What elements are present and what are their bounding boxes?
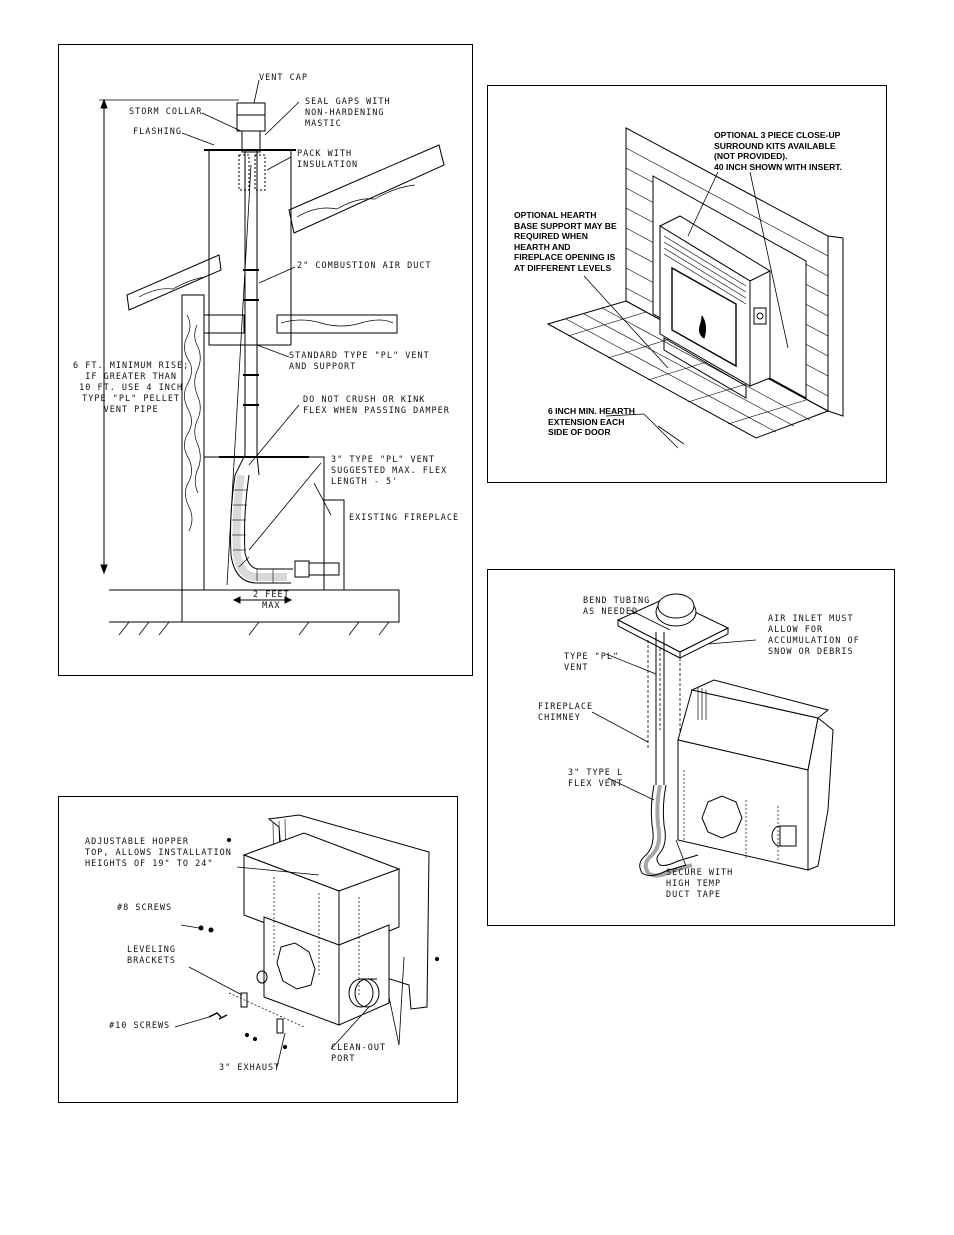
label-screws-10: #10 SCREWS xyxy=(109,1021,171,1031)
label-screws-8: #8 SCREWS xyxy=(117,903,173,913)
label-air-inlet: AIR INLET MUST ALLOW FOR ACCUMULATION OF… xyxy=(768,614,860,657)
insert-assembly-drawing xyxy=(174,814,440,1068)
diagram-insert-assembly: ADJUSTABLE HOPPER TOP, ALLOWS INSTALLATI… xyxy=(58,796,458,1103)
label-bend-tubing: BEND TUBING AS NEEDED xyxy=(583,596,651,617)
label-hopper-top: ADJUSTABLE HOPPER TOP, ALLOWS INSTALLATI… xyxy=(85,837,232,869)
label-vent-cap: VENT CAP xyxy=(259,73,308,83)
label-flex-vent: 3" TYPE "PL" VENT SUGGESTED MAX. FLEX LE… xyxy=(331,455,448,487)
label-standard-vent: STANDARD TYPE "PL" VENT AND SUPPORT xyxy=(289,351,430,372)
label-surround-kits: OPTIONAL 3 PIECE CLOSE-UP SURROUND KITS … xyxy=(714,130,842,172)
label-seal-gaps: SEAL GAPS WITH NON-HARDENING MASTIC xyxy=(305,97,391,129)
flex-vent-chimney-drawing xyxy=(591,593,834,878)
diagram-insert-surround: OPTIONAL 3 PIECE CLOSE-UP SURROUND KITS … xyxy=(487,85,887,483)
label-rise-note: 6 FT. MINIMUM RISE; IF GREATER THAN 10 F… xyxy=(73,361,190,415)
label-hearth-extension: 6 INCH MIN. HEARTH EXTENSION EACH SIDE O… xyxy=(548,406,635,437)
label-flex-vent-d: 3" TYPE L FLEX VENT xyxy=(568,768,624,789)
label-exhaust: 3" EXHAUST xyxy=(219,1063,281,1073)
label-hearth-support: OPTIONAL HEARTH BASE SUPPORT MAY BE REQU… xyxy=(514,210,617,273)
label-type-pl-vent: TYPE "PL" VENT xyxy=(564,652,620,673)
diagram-flex-vent-chimney: BEND TUBING AS NEEDED AIR INLET MUST ALL… xyxy=(487,569,895,926)
label-flashing: FLASHING xyxy=(133,127,182,137)
label-storm-collar: STORM COLLAR xyxy=(129,107,203,117)
label-two-feet-max: 2 FEET MAX xyxy=(253,590,290,611)
label-combustion-air-duct: 2" COMBUSTION AIR DUCT xyxy=(297,261,432,271)
label-leveling-brackets: LEVELING BRACKETS xyxy=(127,945,176,966)
label-existing-fireplace: EXISTING FIREPLACE xyxy=(349,513,460,523)
insert-surround-drawing xyxy=(546,127,844,449)
label-do-not-crush: DO NOT CRUSH OR KINK FLEX WHEN PASSING D… xyxy=(303,395,450,416)
chimney-installation-drawing xyxy=(99,79,445,636)
diagram-chimney-installation: VENT CAP STORM COLLAR FLASHING SEAL GAPS… xyxy=(58,44,473,676)
label-secure-tape: SECURE WITH HIGH TEMP DUCT TAPE xyxy=(666,868,734,900)
label-pack-insulation: PACK WITH INSULATION xyxy=(297,149,359,170)
label-cleanout-port: CLEAN-OUT PORT xyxy=(331,1043,387,1064)
label-fireplace-chimney: FIREPLACE CHIMNEY xyxy=(538,702,594,723)
